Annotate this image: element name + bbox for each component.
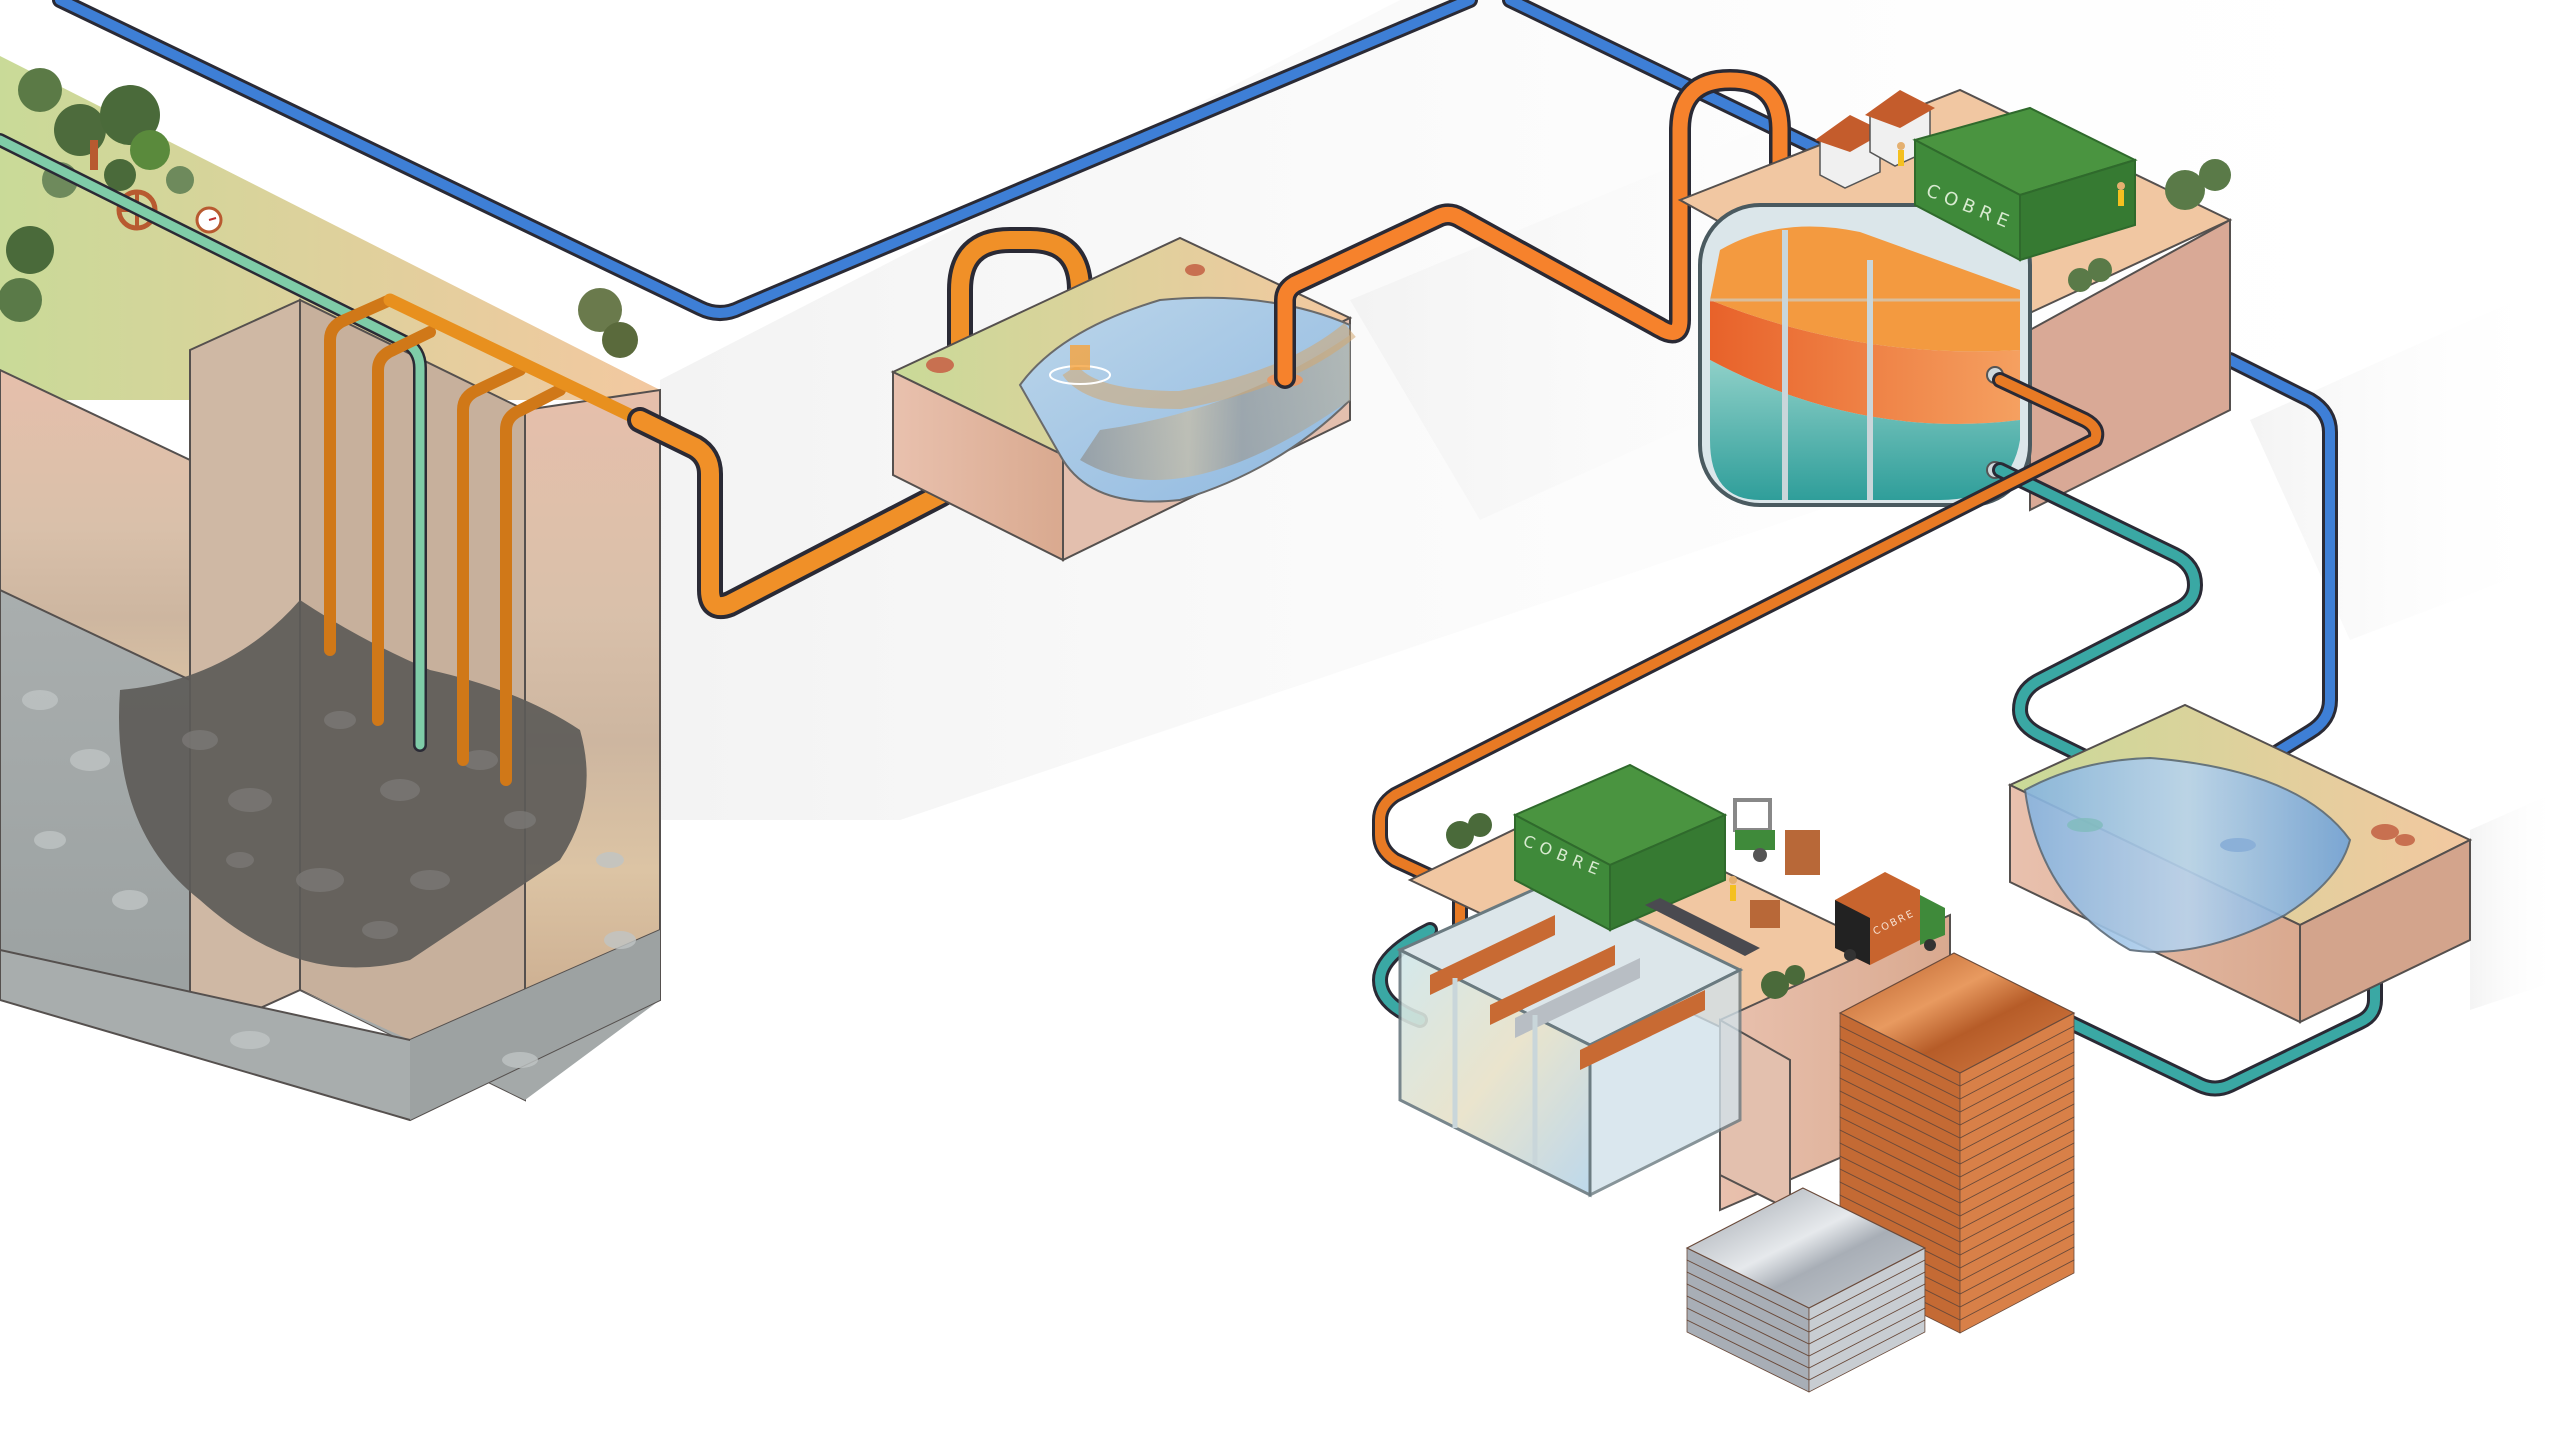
pls-transfer-pipe [1274, 69, 1791, 389]
trees [0, 68, 638, 358]
pressure-gauge-icon [195, 206, 223, 234]
ew-plant: COBRE COBRE [1396, 763, 1953, 1212]
extraction-wells [324, 293, 647, 786]
shipping-container: COBRE [1912, 106, 2138, 262]
copper-cathode-plates [1430, 915, 1705, 1070]
pls-pond [890, 236, 1356, 562]
copper-cathode-top [1838, 952, 2076, 1074]
worker-icon [1897, 142, 2125, 206]
sx-plant: COBRE [1677, 88, 2233, 512]
conveyor-belt [1645, 898, 1760, 956]
wellfield [0, 56, 661, 1122]
copper-bundle-icon [1750, 830, 1820, 928]
water-pipe [52, 0, 2338, 848]
steel-blank-stack [1685, 1187, 1927, 1393]
worker-icon [1729, 876, 1737, 901]
ore-body [119, 600, 587, 968]
products [1685, 952, 2076, 1393]
houses [1815, 90, 1935, 189]
copper-cathode-stack [1838, 952, 2076, 1334]
steel-blank-top [1685, 1187, 1927, 1309]
delivery-truck: COBRE [1835, 872, 1945, 965]
raffinate-pond [2007, 703, 2473, 1024]
rich-electrolyte-pipe [1372, 372, 2105, 978]
forklift-icon [1733, 798, 1775, 862]
shipping-container: COBRE [1512, 763, 1728, 932]
